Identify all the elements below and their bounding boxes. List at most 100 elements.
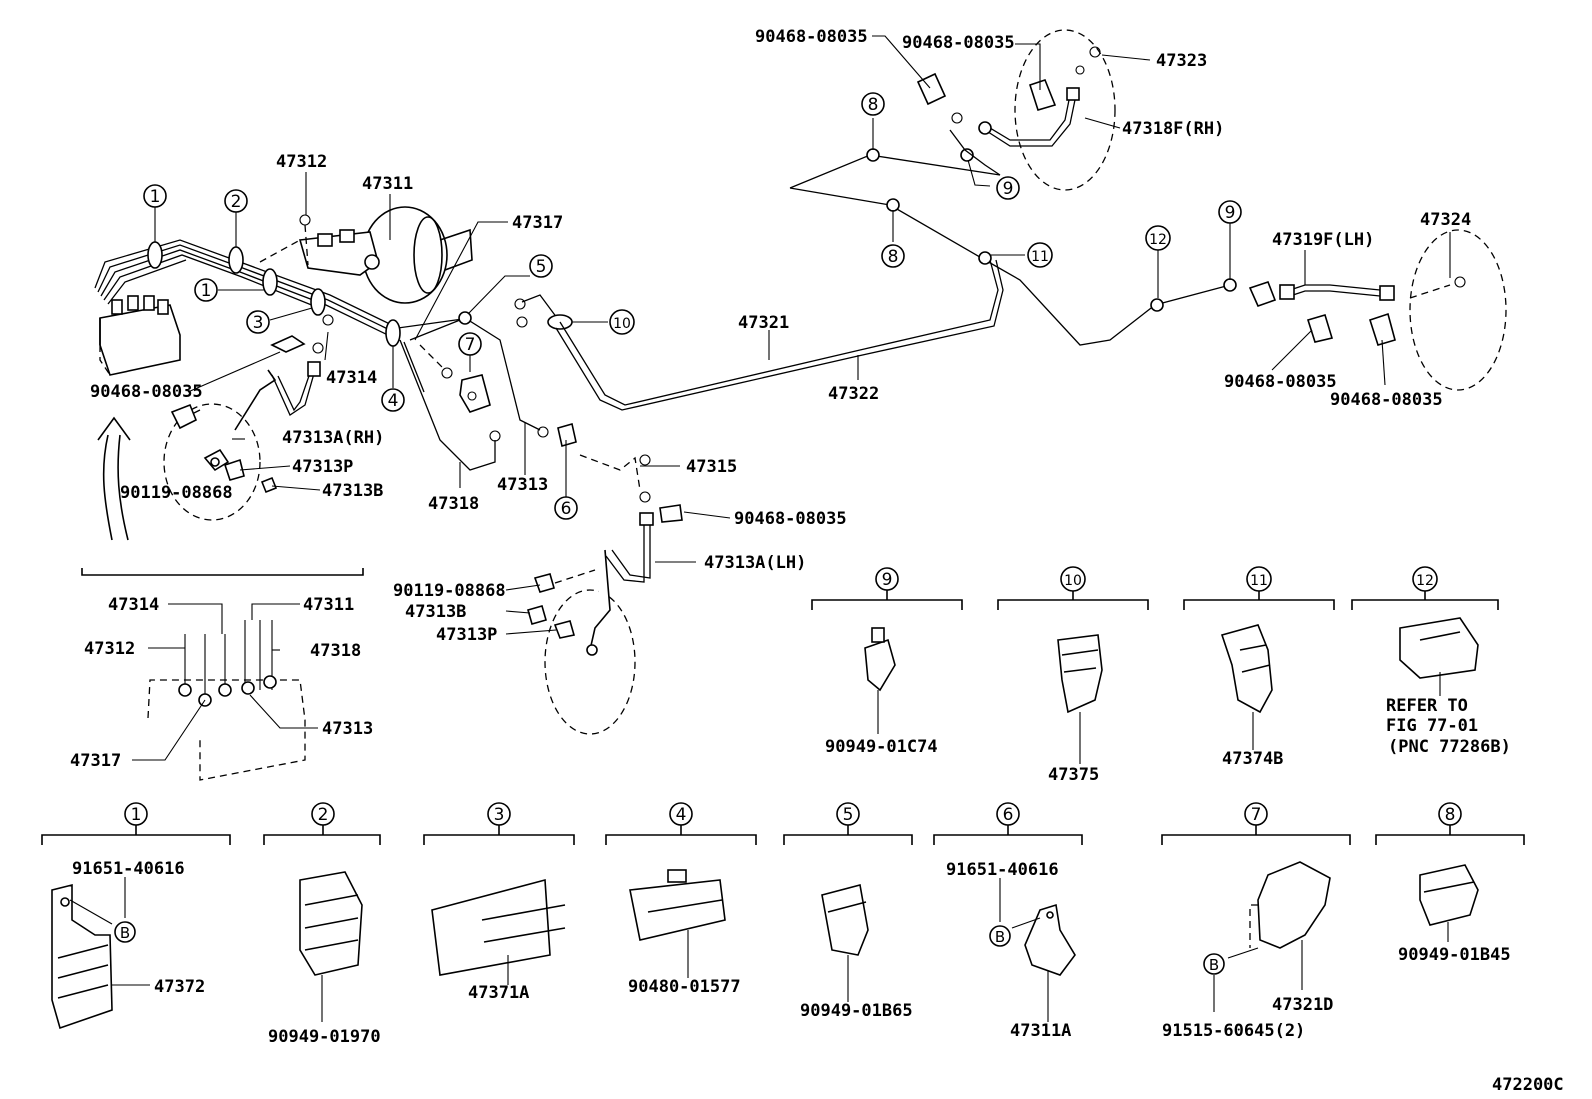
clamp-5-part: 90949-01B65 <box>800 1001 913 1021</box>
clamp-6-part: 47311A <box>1010 1021 1071 1041</box>
label-47313: 47313 <box>497 475 548 495</box>
svg-text:5: 5 <box>843 805 854 825</box>
clamp-11-part: 47374B <box>1222 749 1283 769</box>
front-rh-hose-assembly <box>163 361 321 521</box>
callout-5-detail: 5 <box>836 802 860 826</box>
clamp-4-part: 90480-01577 <box>628 977 741 997</box>
clamp-1b-marker <box>262 268 278 296</box>
detail-label-47311: 47311 <box>303 595 354 615</box>
label-90468-c: 90468-08035 <box>755 27 868 47</box>
label-47313A-lh: 47313A(LH) <box>704 553 806 573</box>
clamp-1-marker <box>147 241 163 269</box>
clamp-1-bolt: 91651-40616 <box>72 859 185 879</box>
callout-b-6: B <box>989 925 1011 947</box>
clamp-detail-11 <box>1183 590 1335 714</box>
svg-text:9: 9 <box>1003 179 1014 199</box>
detail-label-47313: 47313 <box>322 719 373 739</box>
svg-text:9: 9 <box>1225 203 1236 223</box>
callout-8a: 8 <box>861 92 885 116</box>
callout-1b: 1 <box>194 278 218 302</box>
callout-8b: 8 <box>881 244 905 268</box>
pipe-clamp-icon <box>1220 624 1273 714</box>
svg-text:4: 4 <box>388 391 399 411</box>
svg-text:B: B <box>1209 956 1219 974</box>
svg-text:9: 9 <box>882 570 893 590</box>
pipe-clamp-icon <box>1257 861 1331 949</box>
rear-lh-hose-assembly <box>1248 229 1507 391</box>
label-47323: 47323 <box>1156 51 1207 71</box>
label-90468-b: 90468-08035 <box>734 509 847 529</box>
callout-7a: 7 <box>458 332 482 356</box>
label-47319F: 47319F(LH) <box>1272 230 1374 250</box>
master-cylinder-assembly <box>94 206 651 503</box>
clamp-7-part: 47321D <box>1272 995 1333 1015</box>
svg-text:10: 10 <box>613 316 631 332</box>
front-lh-hose-assembly <box>527 504 683 735</box>
label-47313P-a: 47313P <box>292 457 353 477</box>
svg-text:3: 3 <box>253 313 264 333</box>
callout-5a: 5 <box>529 254 553 278</box>
callout-4a: 4 <box>381 388 405 412</box>
clamp-9-part: 90949-01C74 <box>825 737 938 757</box>
callout-2a: 2 <box>224 189 248 213</box>
callout-10-detail: 10 <box>1060 566 1086 592</box>
label-90468-e: 90468-08035 <box>1224 372 1337 392</box>
detail-label-47318: 47318 <box>310 641 361 661</box>
callout-b-1: B <box>114 921 136 943</box>
svg-text:11: 11 <box>1031 249 1049 265</box>
callout-12a: 12 <box>1145 225 1171 251</box>
pipe-clamp-icon <box>864 638 896 692</box>
clamp-detail-7 <box>1161 825 1351 949</box>
label-47313B-b: 47313B <box>405 602 466 622</box>
clip-icon <box>270 335 306 353</box>
clamp-detail-6 <box>933 825 1083 976</box>
clamp-2-marker <box>228 246 244 274</box>
clamp-3-marker <box>310 288 326 316</box>
callout-1a: 1 <box>143 184 167 208</box>
clamp-10-part: 47375 <box>1048 765 1099 785</box>
rear-rh-hose-assembly <box>916 29 1116 191</box>
label-47314: 47314 <box>326 368 377 388</box>
clip-icon <box>1306 314 1334 343</box>
union-bolt-icon <box>170 403 198 430</box>
callout-3-detail: 3 <box>487 802 511 826</box>
label-47318: 47318 <box>428 494 479 514</box>
clamp-3-part: 47371A <box>468 983 529 1003</box>
svg-text:6: 6 <box>561 499 572 519</box>
clamp-detail-1 <box>41 825 231 1030</box>
label-90468-a: 90468-08035 <box>90 382 203 402</box>
label-47311: 47311 <box>362 174 413 194</box>
svg-text:10: 10 <box>1064 573 1082 589</box>
callout-12-detail: 12 <box>1412 566 1438 592</box>
clamp-detail-8 <box>1375 825 1525 926</box>
svg-text:1: 1 <box>150 187 161 207</box>
pipe-clamp-icon <box>1024 903 1076 976</box>
label-90468-d: 90468-08035 <box>902 33 1015 53</box>
callout-2-detail: 2 <box>311 802 335 826</box>
clamp-8-part: 90949-01B45 <box>1398 945 1511 965</box>
detail-label-47317: 47317 <box>70 751 121 771</box>
callout-1-detail: 1 <box>124 802 148 826</box>
pipe-clamp-icon <box>51 883 113 1030</box>
detail-label-47312: 47312 <box>84 639 135 659</box>
svg-text:1: 1 <box>201 281 212 301</box>
label-47313B-a: 47313B <box>322 481 383 501</box>
svg-text:7: 7 <box>1251 805 1262 825</box>
svg-text:3: 3 <box>494 805 505 825</box>
clamp-detail-12 <box>1351 590 1499 679</box>
label-47315: 47315 <box>686 457 737 477</box>
clamp-2-part: 90949-01970 <box>268 1027 381 1047</box>
callout-6-detail: 6 <box>996 802 1020 826</box>
svg-text:8: 8 <box>1445 805 1456 825</box>
callout-4-detail: 4 <box>669 802 693 826</box>
svg-text:12: 12 <box>1416 573 1434 589</box>
pipe-clamp-icon <box>1057 634 1103 714</box>
pipe-clamp-icon <box>821 884 869 956</box>
callout-9a: 9 <box>996 176 1020 200</box>
label-47324: 47324 <box>1420 210 1471 230</box>
callouts: 1 2 1 3 4 5 7 10 6 8 8 9 11 12 9 9 10 11… <box>114 92 1462 975</box>
master-cylinder-icon <box>259 214 380 276</box>
svg-text:B: B <box>995 928 1005 946</box>
label-90468-f: 90468-08035 <box>1330 390 1443 410</box>
